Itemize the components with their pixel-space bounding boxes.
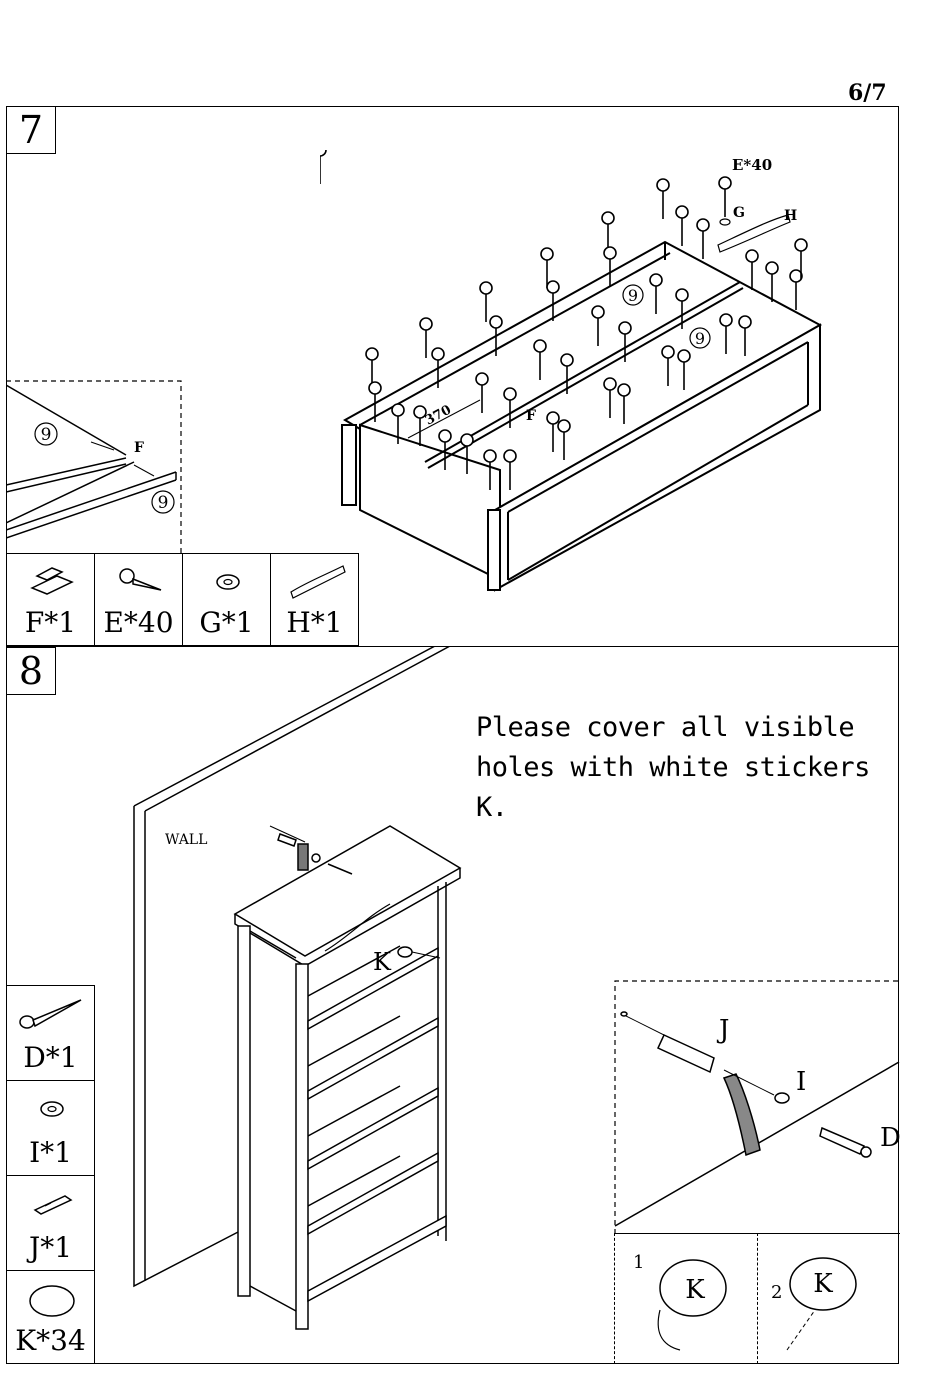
dowel-bracket-icon	[27, 560, 77, 600]
step7-number: 7	[6, 106, 56, 154]
part-label-j: J*1	[7, 1231, 94, 1264]
wall-anchor-icon	[31, 1190, 75, 1216]
callout-rail: F	[526, 408, 536, 424]
part-cell-i: I*1	[6, 1080, 95, 1176]
part-cell-g: G*1	[182, 553, 271, 646]
part-cell-d: D*1	[6, 985, 95, 1081]
callout-washer: G	[733, 205, 745, 221]
part-label-h: H*1	[271, 606, 358, 639]
sticker-k-callout: K	[373, 948, 392, 976]
part-label-i: I*1	[7, 1136, 94, 1169]
callout-panel-b: 9	[695, 329, 705, 348]
detail-screw-label: D	[880, 1123, 900, 1153]
wall-label: WALL	[165, 832, 207, 848]
detail-anchor-label: J	[716, 1015, 729, 1045]
part-label-f: F*1	[7, 606, 94, 639]
step8-shelf-illustration: WALL K	[120, 646, 620, 1361]
sticker-step-1: 1 K	[625, 1240, 755, 1358]
part-cell-f: F*1	[6, 553, 95, 646]
wall-fixing-detail-inset: J I D	[614, 980, 900, 1235]
callout-strap: H	[784, 208, 797, 224]
sticker-step-1-number: 1	[633, 1252, 644, 1273]
sticker-steps-divider	[757, 1233, 758, 1364]
callout-screws: E*40	[732, 156, 772, 174]
page-number: 6/7	[848, 80, 887, 106]
sticker-step-2: 2 K	[765, 1240, 895, 1358]
part-cell-e: E*40	[94, 553, 183, 646]
detail-panel-bottom: 9	[158, 493, 169, 513]
part-cell-k: K*34	[6, 1270, 95, 1364]
detail-panel-top: 9	[41, 425, 52, 445]
detail-washer-label: I	[796, 1067, 806, 1097]
callout-panel-a: 9	[628, 286, 638, 305]
sticker-icon	[27, 1281, 77, 1321]
sticker-step-1-label: K	[685, 1275, 705, 1305]
long-screw-icon	[17, 992, 87, 1032]
washer-g-illustration	[720, 219, 730, 225]
part-label-e: E*40	[95, 606, 182, 639]
part-label-k: K*34	[7, 1324, 94, 1357]
sticker-step-2-number: 2	[771, 1282, 782, 1303]
screw-icon	[117, 566, 165, 596]
detail-rail: F	[134, 440, 144, 456]
step7-cabinet-illustration: E*40 G H F 370 9 9	[320, 150, 840, 600]
part-label-d: D*1	[7, 1041, 94, 1074]
part-cell-j: J*1	[6, 1175, 95, 1271]
strap-icon	[287, 560, 347, 600]
washer-icon	[37, 1099, 67, 1119]
part-cell-h: H*1	[270, 553, 359, 646]
step8-number: 8	[6, 647, 56, 695]
washer-icon	[213, 572, 243, 592]
sticker-step-2-label: K	[813, 1269, 833, 1299]
step7-detail-inset: 9 9 F	[6, 380, 182, 554]
part-label-g: G*1	[183, 606, 270, 639]
